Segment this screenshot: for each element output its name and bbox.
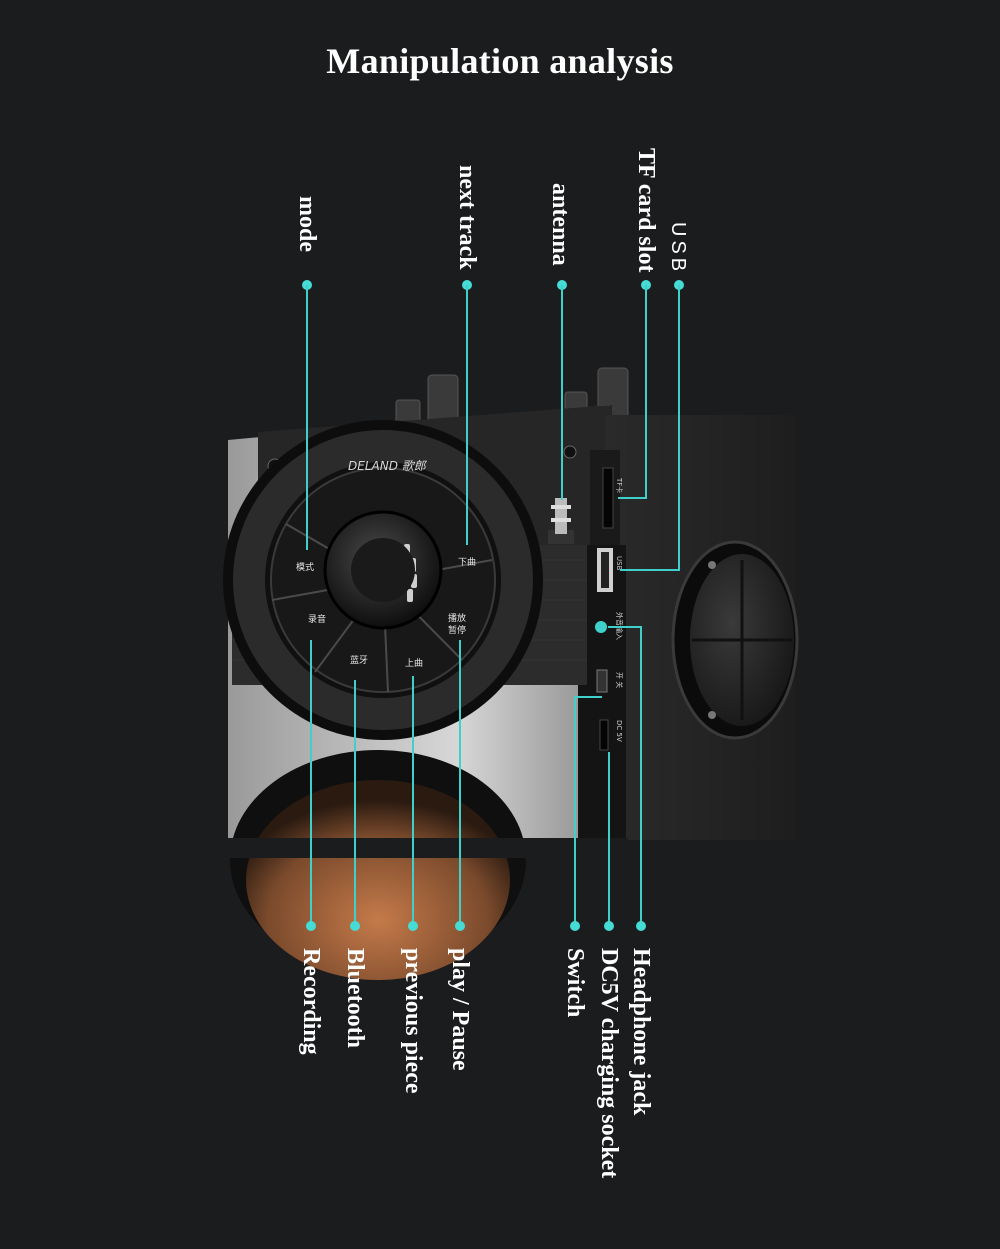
antenna-base <box>548 498 574 544</box>
dot-headphone <box>636 921 646 931</box>
dot-switch <box>570 921 580 931</box>
label-recording: Recording <box>298 948 324 1055</box>
btn-next-text: 下曲 <box>458 557 476 568</box>
lead-antenna <box>561 285 563 500</box>
label-antenna: antenna <box>547 183 573 266</box>
btn-mode-text: 模式 <box>296 561 314 573</box>
dot-recording <box>306 921 316 931</box>
port-usb-text: USB <box>615 556 623 571</box>
brand-logo-text: DELAND 歌郎 <box>348 459 428 473</box>
lead-recording <box>310 640 312 926</box>
lead-next-track <box>466 285 468 545</box>
lead-bluetooth <box>354 680 356 926</box>
btn-bluetooth-text: 蓝牙 <box>350 654 368 666</box>
label-dc5v: DC5V charging socket <box>596 948 622 1179</box>
dot-dc5v <box>604 921 614 931</box>
label-mode: mode <box>294 196 320 252</box>
lead-previous <box>412 676 414 926</box>
port-dc-text: DC 5V <box>615 720 623 742</box>
label-tf-card-slot: TF card slot <box>633 148 659 273</box>
dot-play <box>455 921 465 931</box>
lead-switch-h <box>574 696 602 698</box>
btn-previous-text: 上曲 <box>405 658 423 669</box>
btn-play-text-1: 播放 <box>448 612 466 624</box>
label-play-pause: play / Pause <box>447 948 473 1071</box>
lead-usb-h <box>620 569 680 571</box>
btn-play-text-2: 暂停 <box>448 624 466 636</box>
label-headphone-jack: Headphone jack <box>628 948 654 1116</box>
lead-headphone <box>640 626 642 926</box>
label-usb: USB <box>667 222 689 276</box>
dot-bluetooth <box>350 921 360 931</box>
btn-record-text: 录音 <box>308 613 326 625</box>
lead-dc5v <box>608 752 610 926</box>
lead-usb-v <box>678 285 680 570</box>
port-tf-text: TF卡 <box>615 477 624 493</box>
page-title: Manipulation analysis <box>326 41 674 81</box>
lead-tf-card-slot-h <box>618 497 647 499</box>
lead-switch <box>574 696 576 926</box>
label-previous-piece: previous piece <box>400 948 426 1094</box>
label-next-track: next track <box>454 165 480 270</box>
lead-play <box>459 640 461 926</box>
lead-tf-card-slot-v <box>645 285 647 498</box>
port-switch-text: 开 关 <box>615 672 624 688</box>
dot-previous <box>408 921 418 931</box>
lead-headphone-h <box>608 626 642 628</box>
label-switch: Switch <box>562 948 588 1018</box>
lead-mode <box>306 285 308 550</box>
label-bluetooth: Bluetooth <box>342 948 368 1049</box>
